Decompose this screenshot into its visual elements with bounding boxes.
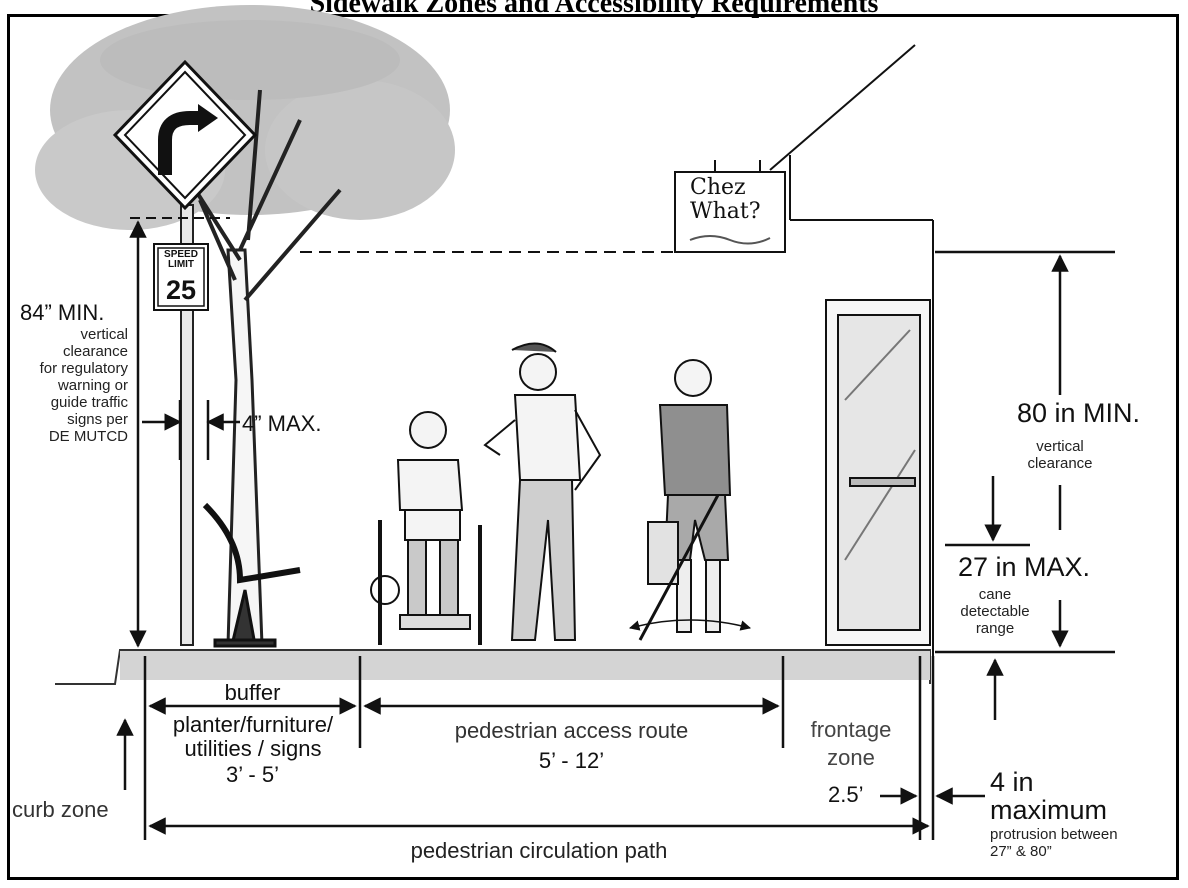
sidewalk-ground <box>55 649 931 685</box>
min84-label: 84” MIN. <box>20 300 105 325</box>
buffer-width: 3’ - 5’ <box>226 762 279 787</box>
person-wheelchair <box>370 411 482 645</box>
par-width: 5’ - 12’ <box>538 748 605 773</box>
buffer-label: buffer <box>224 680 281 705</box>
max4-post-label: 4” MAX. <box>242 411 322 436</box>
dimension-lines <box>116 220 1115 840</box>
frontage-width: 2.5’ <box>828 782 864 807</box>
shop-sign <box>674 160 786 253</box>
circulation-label: pedestrian circulation path <box>410 838 668 863</box>
person-standing <box>483 342 602 641</box>
building <box>769 44 934 660</box>
curb-zone-label: curb zone <box>12 797 109 822</box>
bench <box>202 502 301 648</box>
par-label: pedestrian access route <box>454 718 689 743</box>
min80-label: 80 in MIN. <box>1017 398 1141 428</box>
tree-canopy <box>35 5 455 230</box>
diagram-title: Sidewalk Zones and Accessibility Require… <box>309 0 879 19</box>
speed-limit-sign <box>153 243 209 311</box>
planter-label: planter/furniture/utilities / signs <box>172 712 334 761</box>
max27-label: 27 in MAX. <box>958 552 1091 582</box>
curve-warning-sign <box>112 59 258 211</box>
person-with-cane <box>628 359 752 641</box>
speed-limit-value: 25 <box>165 275 197 305</box>
